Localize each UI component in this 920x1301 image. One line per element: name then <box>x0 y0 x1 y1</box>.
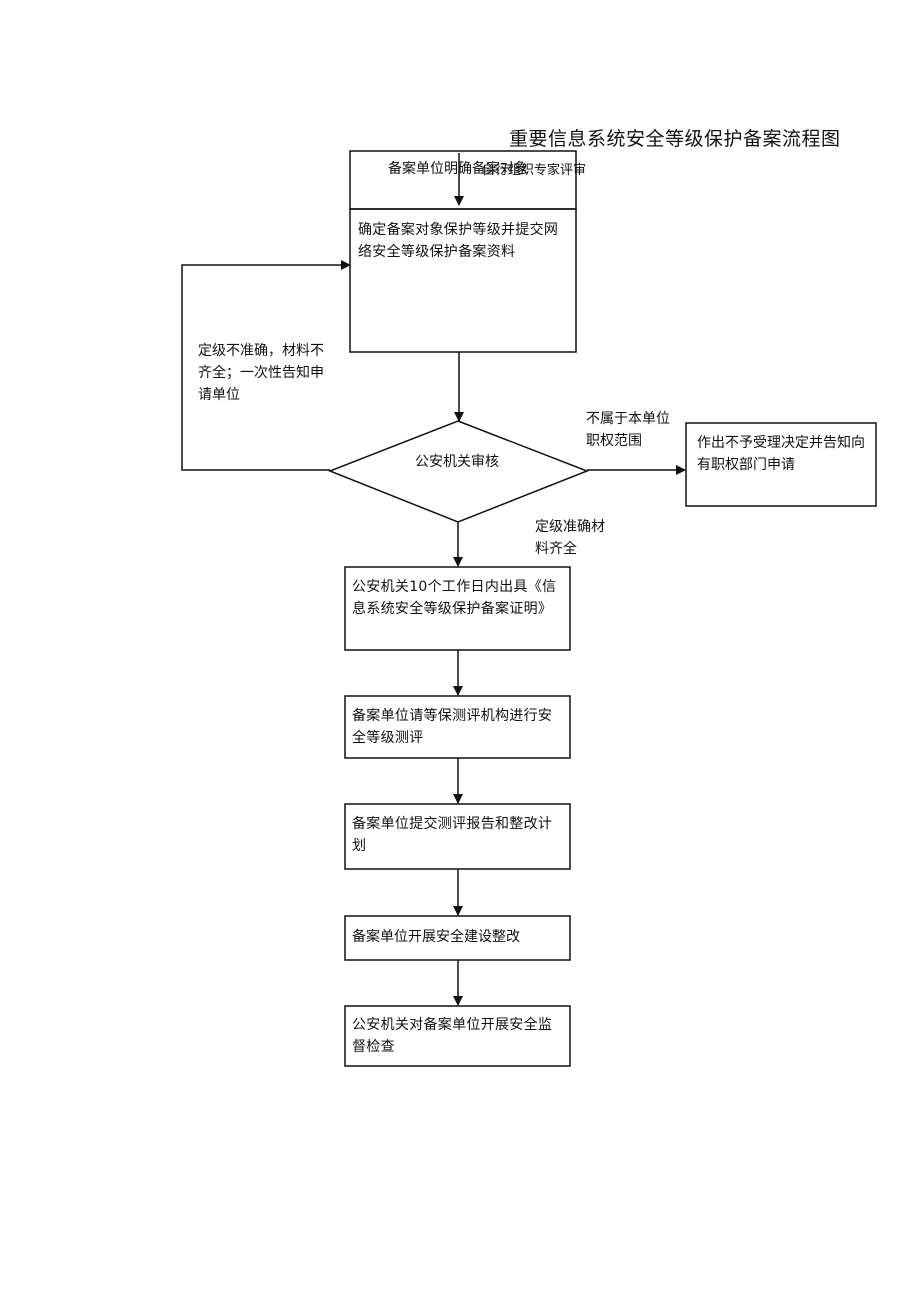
top-box-text-a: 备案单位明确备案对象 <box>388 161 528 177</box>
reject-box-text: 作出不予受理决定并告知向有职权部门申请 <box>697 435 865 473</box>
step5-text: 备案单位开展安全建设整改 <box>352 929 520 945</box>
step3-text: 备案单位请等保测评机构进行安全等级测评 <box>352 708 553 746</box>
return-label: 定级不准确，材料不齐全；一次性告知申请单位 <box>198 343 324 403</box>
step6-box <box>344 1005 571 1067</box>
top-box-text-b: 自行组织专家评审 <box>482 163 587 178</box>
decision-text: 公安机关审核 <box>415 454 499 470</box>
step6-text: 公安机关对备案单位开展安全监督检查 <box>352 1017 553 1055</box>
step1-box <box>349 208 577 353</box>
accept-label: 定级准确材料齐全 <box>535 519 605 557</box>
page-title: 重要信息系统安全等级保护备案流程图 <box>509 128 841 150</box>
step2-text: 公安机关10个工作日内出具《信息系统安全等级保护备案证明》 <box>352 579 557 617</box>
reject-box <box>685 422 877 507</box>
step4-text: 备案单位提交测评报告和整改计划 <box>352 816 553 854</box>
step1-text: 确定备案对象保护等级并提交网络安全等级保护备案资料 <box>358 222 559 260</box>
reject-label: 不属于本单位职权范围 <box>586 411 670 449</box>
return-loop <box>181 260 351 471</box>
